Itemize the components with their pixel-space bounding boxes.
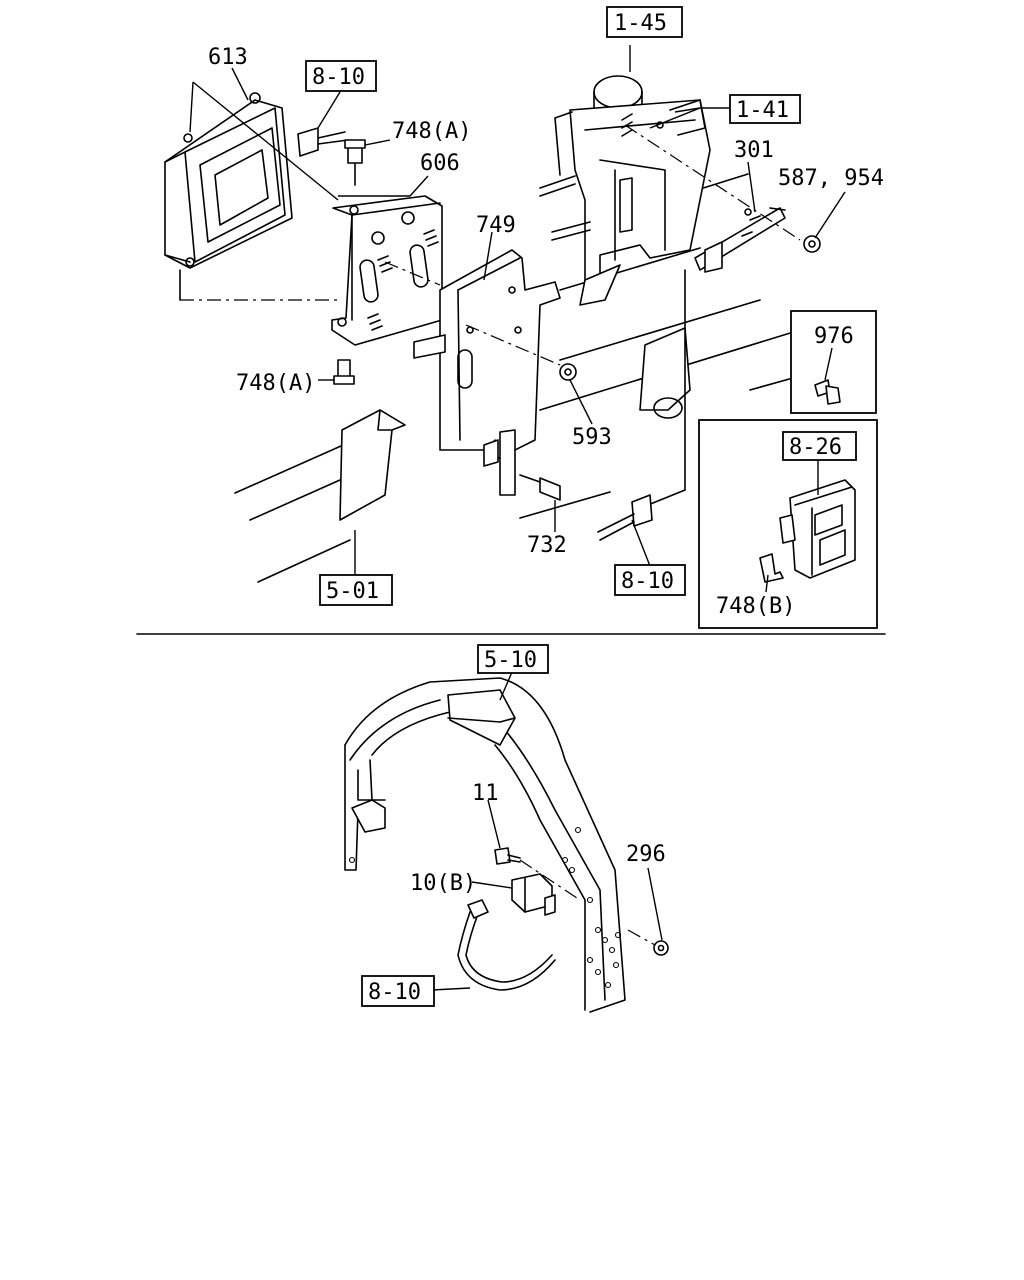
ref-label: 8-26 [789, 435, 842, 460]
connector-top [297, 127, 349, 157]
rail-gusset [339, 409, 406, 521]
ref-box-1-45[interactable]: 1-45 [606, 6, 683, 38]
label-296: 296 [626, 842, 666, 867]
harness-lower [457, 899, 556, 991]
controller-613 [164, 92, 293, 269]
nut-593 [559, 363, 577, 381]
ref-box-8-26[interactable]: 8-26 [782, 431, 857, 461]
ref-label: 5-10 [484, 648, 537, 673]
label-749: 749 [476, 213, 516, 238]
ref-label: 8-10 [621, 569, 674, 594]
label-10b: 10(B) [410, 871, 476, 896]
ref-label: 8-10 [312, 65, 365, 90]
harness-301 [647, 207, 786, 506]
bolt-11 [494, 847, 581, 901]
nut-587-954 [803, 235, 821, 253]
label-613: 613 [208, 45, 248, 70]
bolt-732 [519, 474, 561, 501]
label-593: 593 [572, 425, 612, 450]
label-11: 11 [472, 781, 499, 806]
ref-box-5-10[interactable]: 5-10 [477, 644, 549, 674]
label-748b: 748(B) [716, 594, 795, 619]
ref-label: 1-41 [736, 98, 789, 123]
sensor-10b [511, 873, 556, 916]
label-748a-top: 748(A) [392, 119, 471, 144]
label-732: 732 [527, 533, 567, 558]
air-dryer [539, 75, 711, 306]
nut-296 [627, 929, 669, 956]
ref-box-1-41[interactable]: 1-41 [729, 94, 801, 124]
ref-box-8-10-bottom[interactable]: 8-10 [361, 975, 435, 1007]
label-587-954: 587, 954 [778, 166, 884, 191]
frame-5-10 [344, 677, 626, 1013]
bolt-748a-bottom [333, 359, 355, 385]
sensor-probe [597, 494, 653, 541]
ref-label: 5-01 [326, 579, 379, 604]
ref-box-8-10-mid[interactable]: 8-10 [614, 564, 686, 596]
label-976: 976 [814, 324, 854, 349]
ref-box-8-10-top[interactable]: 8-10 [305, 60, 377, 92]
label-301: 301 [734, 138, 774, 163]
label-606: 606 [420, 151, 460, 176]
leader-lines [189, 45, 846, 991]
bracket-606 [331, 195, 443, 346]
bolt-748a-top [344, 139, 366, 186]
ref-label: 8-10 [368, 980, 421, 1005]
ref-label: 1-45 [614, 11, 667, 36]
label-748a-bottom: 748(A) [236, 371, 315, 396]
dryer-mount [639, 327, 691, 419]
inset-976 [790, 310, 877, 414]
frame-holes [348, 826, 622, 989]
bracket-749 [413, 249, 561, 496]
ref-box-5-01[interactable]: 5-01 [319, 574, 393, 606]
